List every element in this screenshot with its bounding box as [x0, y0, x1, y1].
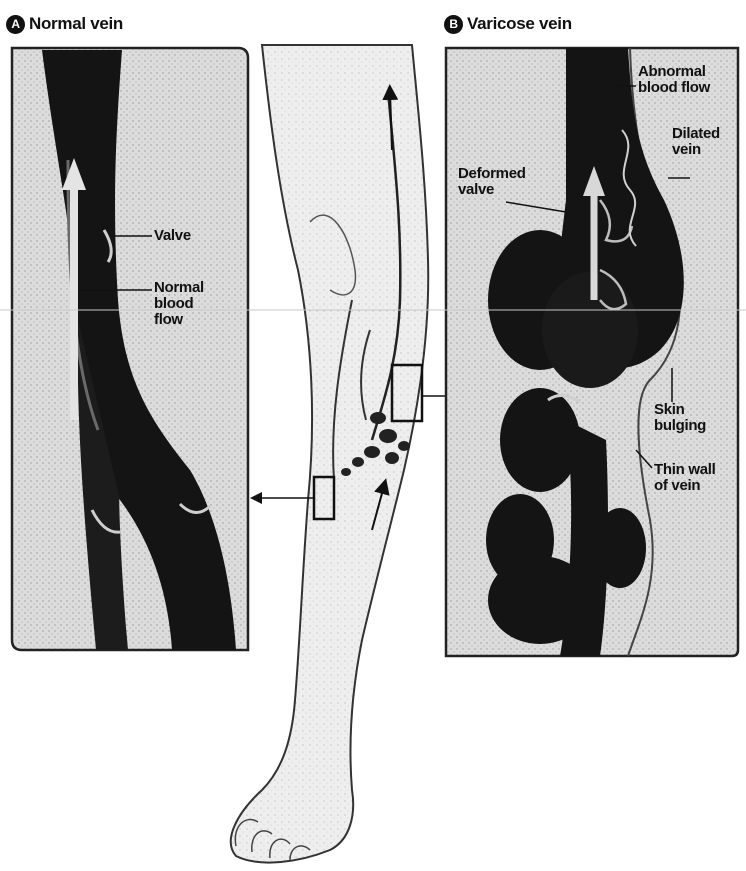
panel-b-title: B Varicose vein	[444, 14, 572, 34]
label-thin-wall-of-vein: Thin wall of vein	[654, 462, 715, 494]
label-dilated-vein: Dilated vein	[672, 126, 720, 158]
panel-b-badge: B	[444, 15, 463, 34]
label-normal-blood-flow: Normal blood flow	[154, 280, 204, 328]
label-valve: Valve	[154, 228, 191, 244]
vein-bulge-lower	[500, 388, 580, 492]
panel-a-title-text: Normal vein	[29, 14, 123, 34]
panel-normal-vein	[12, 48, 248, 650]
panel-b-title-text: Varicose vein	[467, 14, 572, 34]
label-deformed-valve: Deformed valve	[458, 166, 526, 198]
label-skin-bulging: Skin bulging	[654, 402, 706, 434]
vein-bulge-middle	[542, 272, 638, 388]
leg-outline	[231, 45, 428, 863]
leg-illustration	[231, 45, 446, 863]
panel-a-badge: A	[6, 15, 25, 34]
panel-a-title: A Normal vein	[6, 14, 123, 34]
label-abnormal-blood-flow: Abnormal blood flow	[638, 64, 710, 96]
